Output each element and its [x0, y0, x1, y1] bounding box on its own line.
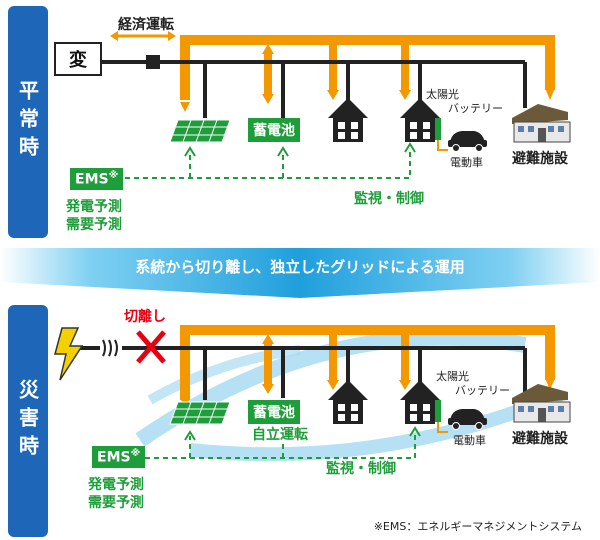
ev-label: 電動車: [450, 156, 483, 169]
disconnect-label: 切離し: [124, 309, 166, 325]
ems-label: EMS: [75, 171, 109, 188]
ems-badge: EMS※: [70, 168, 124, 190]
house-icon: [328, 380, 368, 424]
demand-forecast-label: 需要予測: [88, 495, 144, 511]
top-grid: [98, 31, 571, 179]
house-with-solar-icon: [400, 98, 448, 151]
home-battery-label: バッテリー: [448, 102, 503, 115]
house-with-solar-icon: [400, 380, 448, 433]
monitor-control-label: 監視・制御: [326, 461, 396, 477]
ev-car-icon: [448, 131, 487, 152]
demand-forecast-label: 需要予測: [66, 217, 122, 233]
shelter-label: 避難施設: [512, 151, 568, 167]
ems-label: EMS: [97, 449, 131, 466]
ev-label: 電動車: [453, 434, 486, 447]
ems-footnote-mark: ※: [130, 448, 141, 459]
shelter-building-icon: [512, 384, 571, 423]
transition-banner: [0, 248, 600, 298]
normal-time-label: 平常時: [8, 6, 48, 238]
independent-operation-label: 自立運転: [252, 427, 308, 443]
generation-forecast-label: 発電予測: [88, 477, 144, 493]
shelter-label: 避難施設: [512, 431, 568, 447]
generation-forecast-label: 発電予測: [66, 199, 122, 215]
disconnect-x-icon: [136, 330, 166, 364]
solar-panel-icon: [169, 119, 231, 143]
battery-badge: 蓄電池: [248, 400, 300, 424]
solar-label: 太陽光: [436, 370, 469, 383]
house-icon: [328, 98, 368, 142]
lightning-icon: [54, 327, 84, 381]
ems-footnote-mark: ※: [108, 170, 119, 181]
economic-operation-label: 経済運転: [118, 17, 174, 33]
bottom-grid: [54, 325, 571, 462]
footnote: ※EMS：エネルギーマネジメントシステム: [373, 520, 582, 533]
ev-car-icon: [448, 409, 487, 430]
disaster-time-label: 災害時: [8, 305, 48, 537]
battery-badge: 蓄電池: [248, 118, 300, 142]
transformer-label: 変: [69, 50, 87, 71]
home-battery-label: バッテリー: [455, 384, 510, 397]
solar-label: 太陽光: [426, 88, 459, 101]
monitor-control-label: 監視・制御: [354, 191, 424, 207]
transformer-box: 変: [54, 42, 102, 76]
solar-panel-icon: [169, 401, 231, 425]
transition-banner-text: 系統から切り離し、独立したグリッドによる運用: [135, 258, 465, 276]
ems-badge: EMS※: [92, 446, 146, 468]
shelter-building-icon: [512, 104, 571, 143]
